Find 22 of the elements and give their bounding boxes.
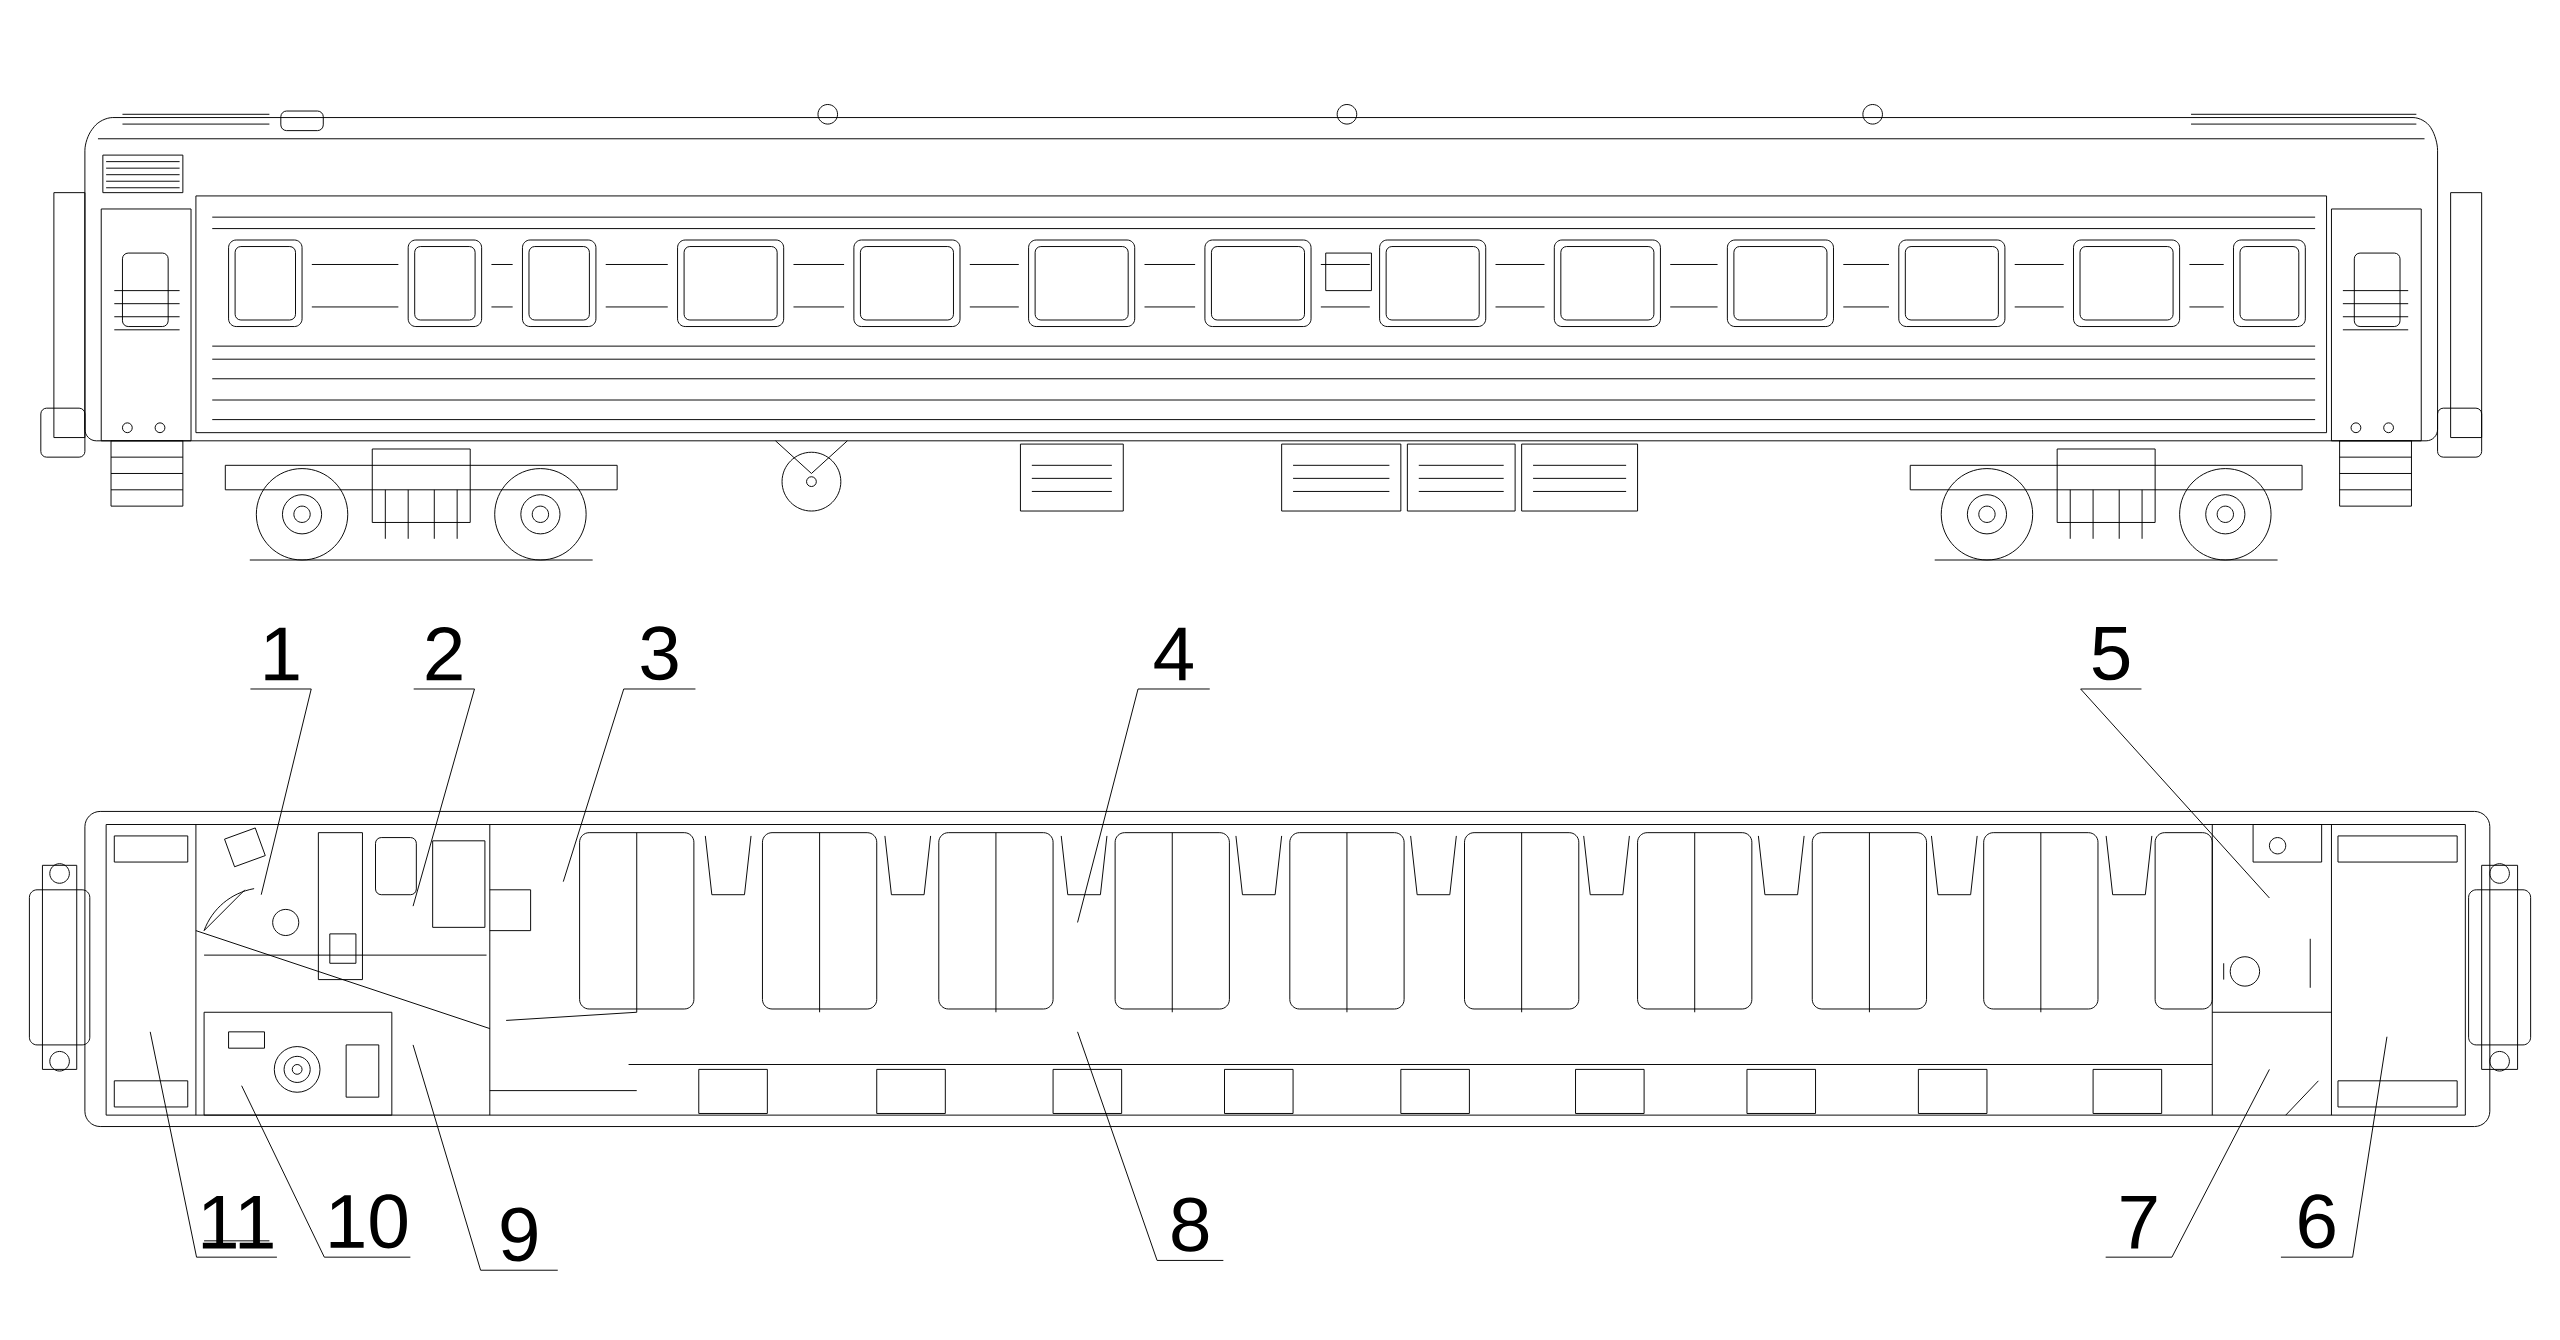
leader-line: [241, 1085, 411, 1258]
callout-number: 11: [202, 1195, 273, 1249]
leader-line: [1077, 1031, 1224, 1261]
leader-line: [1077, 688, 1211, 923]
callout-number: 10: [330, 1194, 407, 1249]
callout-number: 1: [265, 627, 299, 681]
callout-number: 3: [641, 625, 678, 681]
leader-line: [2080, 688, 2270, 899]
leader-line: [249, 688, 312, 895]
leader-line: [412, 1044, 559, 1271]
leader-line: [562, 688, 696, 882]
callout-number: 8: [1172, 1197, 1209, 1252]
leader-line: [412, 688, 475, 907]
leader-line: [149, 1031, 278, 1258]
callout-number: 6: [2299, 1194, 2335, 1249]
callout-number: 4: [1154, 627, 1193, 681]
leader-line: [2280, 1036, 2388, 1258]
callout-number: 2: [426, 626, 462, 681]
callout-number: 7: [2121, 1195, 2157, 1249]
leader-line: [2105, 1068, 2270, 1258]
callout-number: 5: [2092, 626, 2130, 681]
callout-number: 9: [501, 1207, 537, 1262]
